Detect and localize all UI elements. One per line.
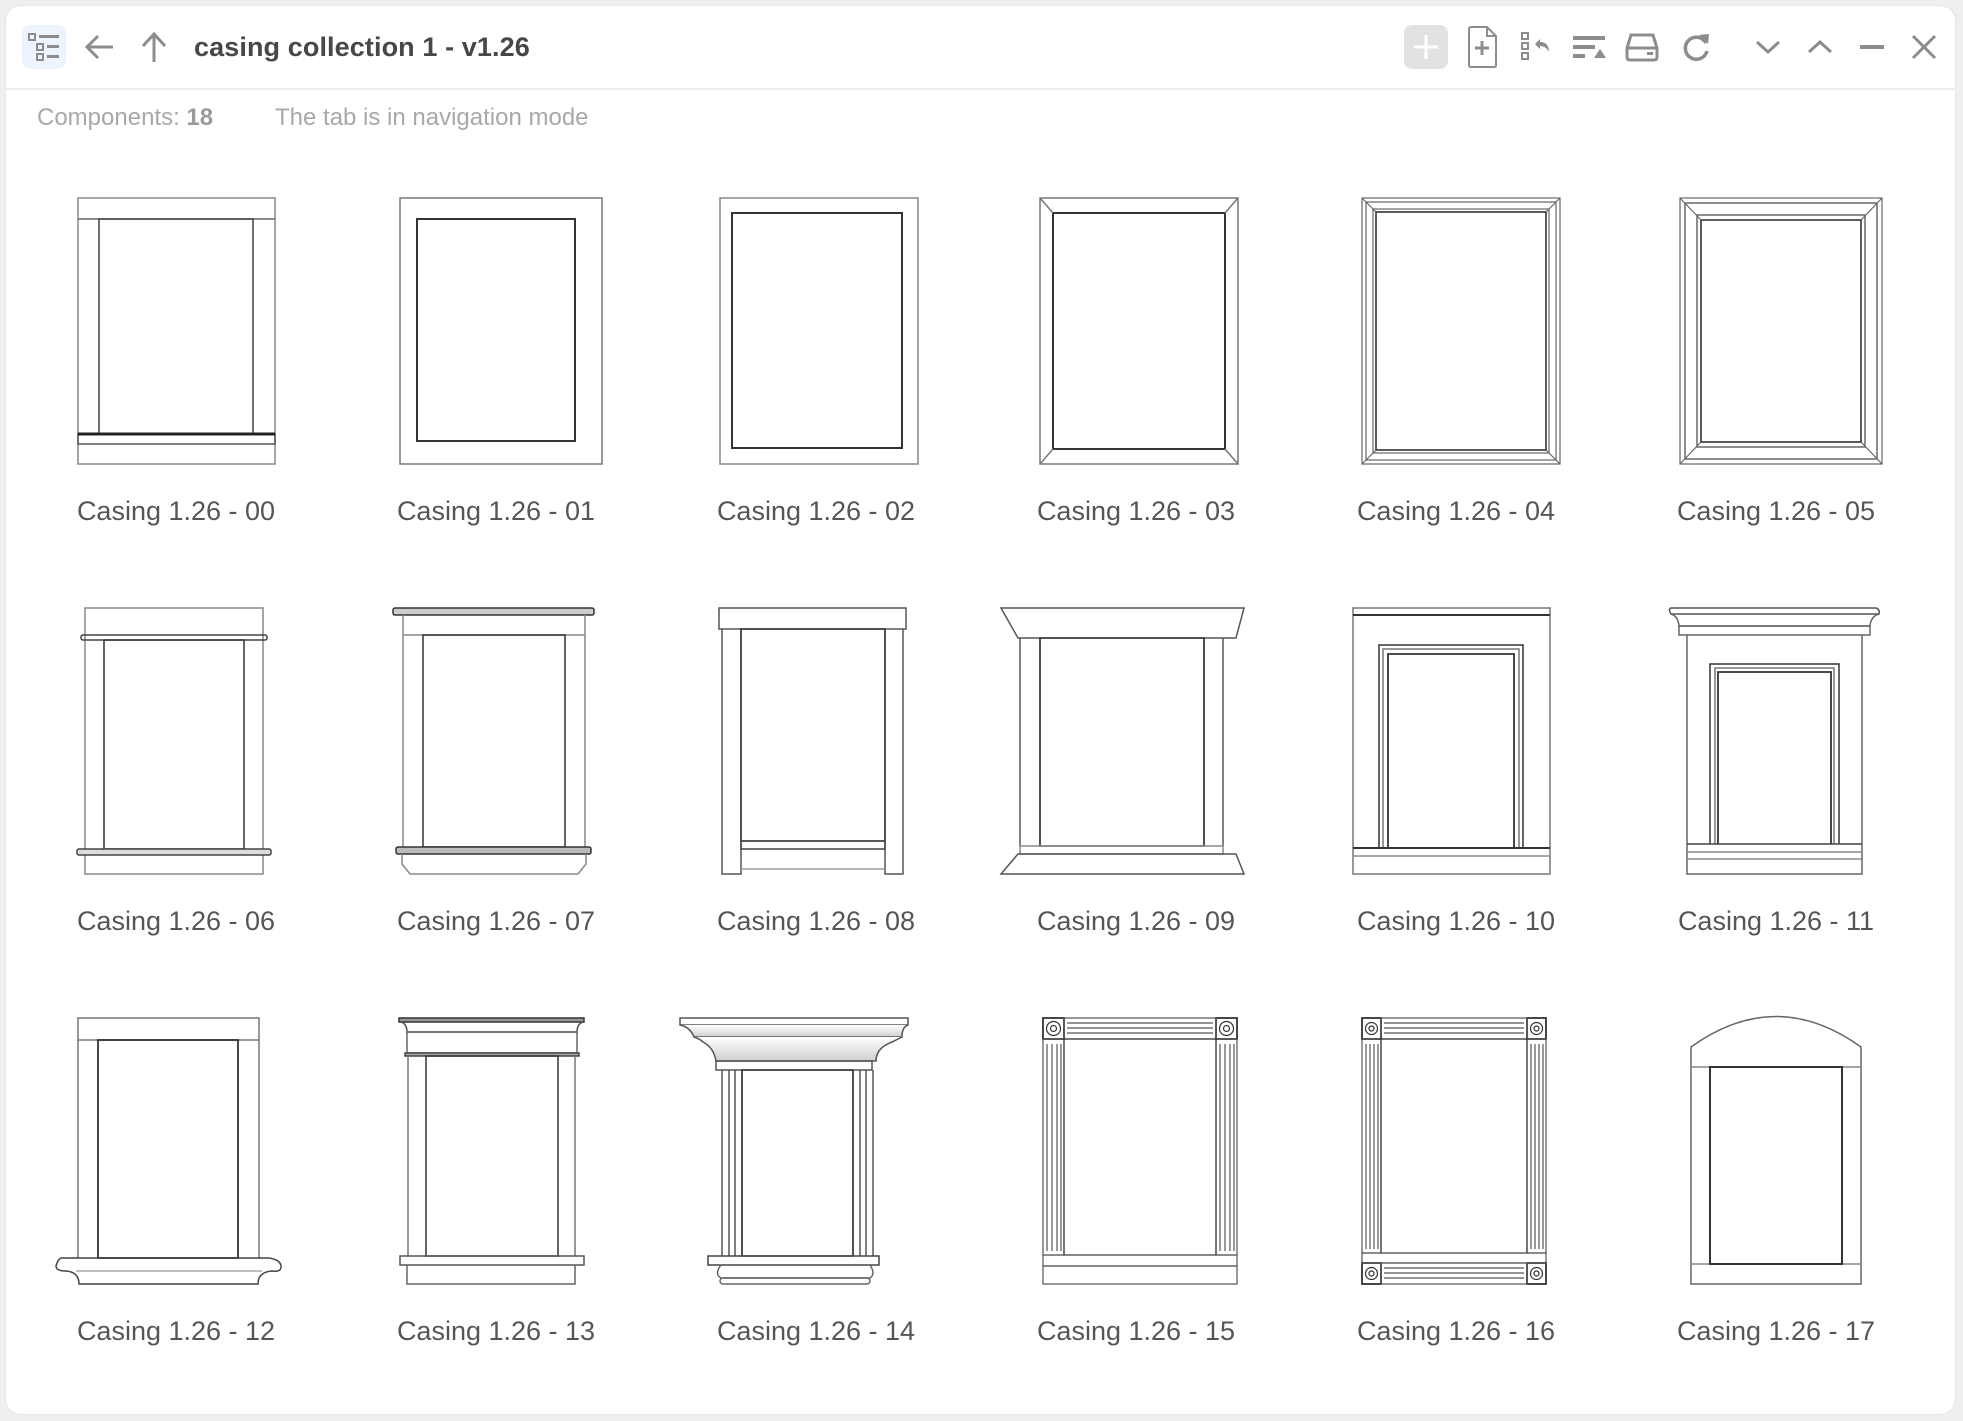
sort-icon [1573,36,1606,58]
component-label: Casing 1.26 - 12 [76,1316,276,1346]
component-tile[interactable]: Casing 1.26 - 10 [1306,596,1606,976]
add-button[interactable] [1404,25,1448,69]
component-label: Casing 1.26 - 02 [716,496,916,526]
component-label: Casing 1.26 - 03 [1036,496,1236,526]
component-label: Casing 1.26 - 17 [1676,1316,1876,1346]
casing-thumbnail [986,1006,1286,1296]
components-count: Components: 18 [37,104,213,132]
component-tile[interactable]: Casing 1.26 - 13 [346,1006,646,1386]
mode-status: The tab is in navigation mode [275,104,589,131]
chevron-up-icon [1807,39,1833,54]
revert-list-button[interactable] [1514,25,1558,69]
casing-thumbnail [346,1006,646,1296]
up-button[interactable] [132,25,176,69]
component-label: Casing 1.26 - 13 [396,1316,596,1346]
casing-thumbnail [26,596,326,886]
new-file-button[interactable] [1460,25,1504,69]
component-label: Casing 1.26 - 14 [716,1316,916,1346]
components-label: Components: [37,104,180,131]
casing-thumbnail [666,596,966,886]
component-tile[interactable]: Casing 1.26 - 00 [26,186,326,566]
back-button[interactable] [78,25,122,69]
arrow-left-icon [84,34,113,60]
close-button[interactable] [1902,25,1946,69]
component-tile[interactable]: Casing 1.26 - 02 [666,186,966,566]
casing-thumbnail [986,596,1286,886]
component-label: Casing 1.26 - 08 [716,906,916,936]
component-tile[interactable]: Casing 1.26 - 04 [1306,186,1606,566]
casing-thumbnail [26,186,326,476]
casing-thumbnail [1626,1006,1926,1296]
list-undo-icon [1521,32,1549,60]
casing-thumbnail [1626,596,1926,886]
casing-thumbnail [346,186,646,476]
component-label: Casing 1.26 - 00 [76,496,276,526]
chevron-down-icon [1755,40,1781,55]
component-browser-window: casing collection 1 - v1.26 [5,5,1956,1415]
collapse-button[interactable] [1798,25,1842,69]
component-label: Casing 1.26 - 07 [396,906,596,936]
component-tile[interactable]: Casing 1.26 - 12 [26,1006,326,1386]
component-tile[interactable]: Casing 1.26 - 05 [1626,186,1926,566]
casing-thumbnail [346,596,646,886]
title-bar: casing collection 1 - v1.26 [6,6,1955,90]
casing-thumbnail [986,186,1286,476]
component-tile[interactable]: Casing 1.26 - 17 [1626,1006,1926,1386]
save-button[interactable] [1620,25,1664,69]
component-tile[interactable]: Casing 1.26 - 07 [346,596,646,976]
components-count-value: 18 [186,104,214,131]
component-tile[interactable]: Casing 1.26 - 11 [1626,596,1926,976]
close-icon [1911,34,1937,60]
casing-thumbnail [666,1006,966,1296]
component-label: Casing 1.26 - 10 [1356,906,1556,936]
component-tile[interactable]: Casing 1.26 - 09 [986,596,1286,976]
component-label: Casing 1.26 - 15 [1036,1316,1236,1346]
component-tile[interactable]: Casing 1.26 - 14 [666,1006,966,1386]
arrow-up-icon [141,31,167,62]
component-grid: Casing 1.26 - 00 Casing 1.26 - 01 Casing… [6,6,1955,1414]
component-tile[interactable]: Casing 1.26 - 01 [346,186,646,566]
component-tile[interactable]: Casing 1.26 - 15 [986,1006,1286,1386]
drive-icon [1625,33,1659,62]
minus-icon [1860,45,1884,49]
file-plus-icon [1468,26,1497,68]
minimize-button[interactable] [1850,25,1894,69]
tree-view-toggle-button[interactable] [22,25,66,69]
casing-thumbnail [1626,186,1926,476]
list-tree-icon [28,33,59,61]
component-label: Casing 1.26 - 05 [1676,496,1876,526]
sort-button[interactable] [1568,25,1612,69]
expand-button[interactable] [1746,25,1790,69]
casing-thumbnail [1306,1006,1606,1296]
component-tile[interactable]: Casing 1.26 - 06 [26,596,326,976]
refresh-icon [1683,34,1709,61]
refresh-button[interactable] [1674,25,1718,69]
component-tile[interactable]: Casing 1.26 - 16 [1306,1006,1606,1386]
casing-thumbnail [1306,596,1606,886]
casing-thumbnail [26,1006,326,1296]
component-tile[interactable]: Casing 1.26 - 08 [666,596,966,976]
casing-thumbnail [666,186,966,476]
component-label: Casing 1.26 - 16 [1356,1316,1556,1346]
component-label: Casing 1.26 - 06 [76,906,276,936]
component-label: Casing 1.26 - 04 [1356,496,1556,526]
component-label: Casing 1.26 - 01 [396,496,596,526]
component-tile[interactable]: Casing 1.26 - 03 [986,186,1286,566]
window-title: casing collection 1 - v1.26 [194,32,530,62]
plus-icon [1414,35,1438,59]
component-label: Casing 1.26 - 09 [1036,906,1236,936]
casing-thumbnail [1306,186,1606,476]
component-label: Casing 1.26 - 11 [1677,906,1875,936]
